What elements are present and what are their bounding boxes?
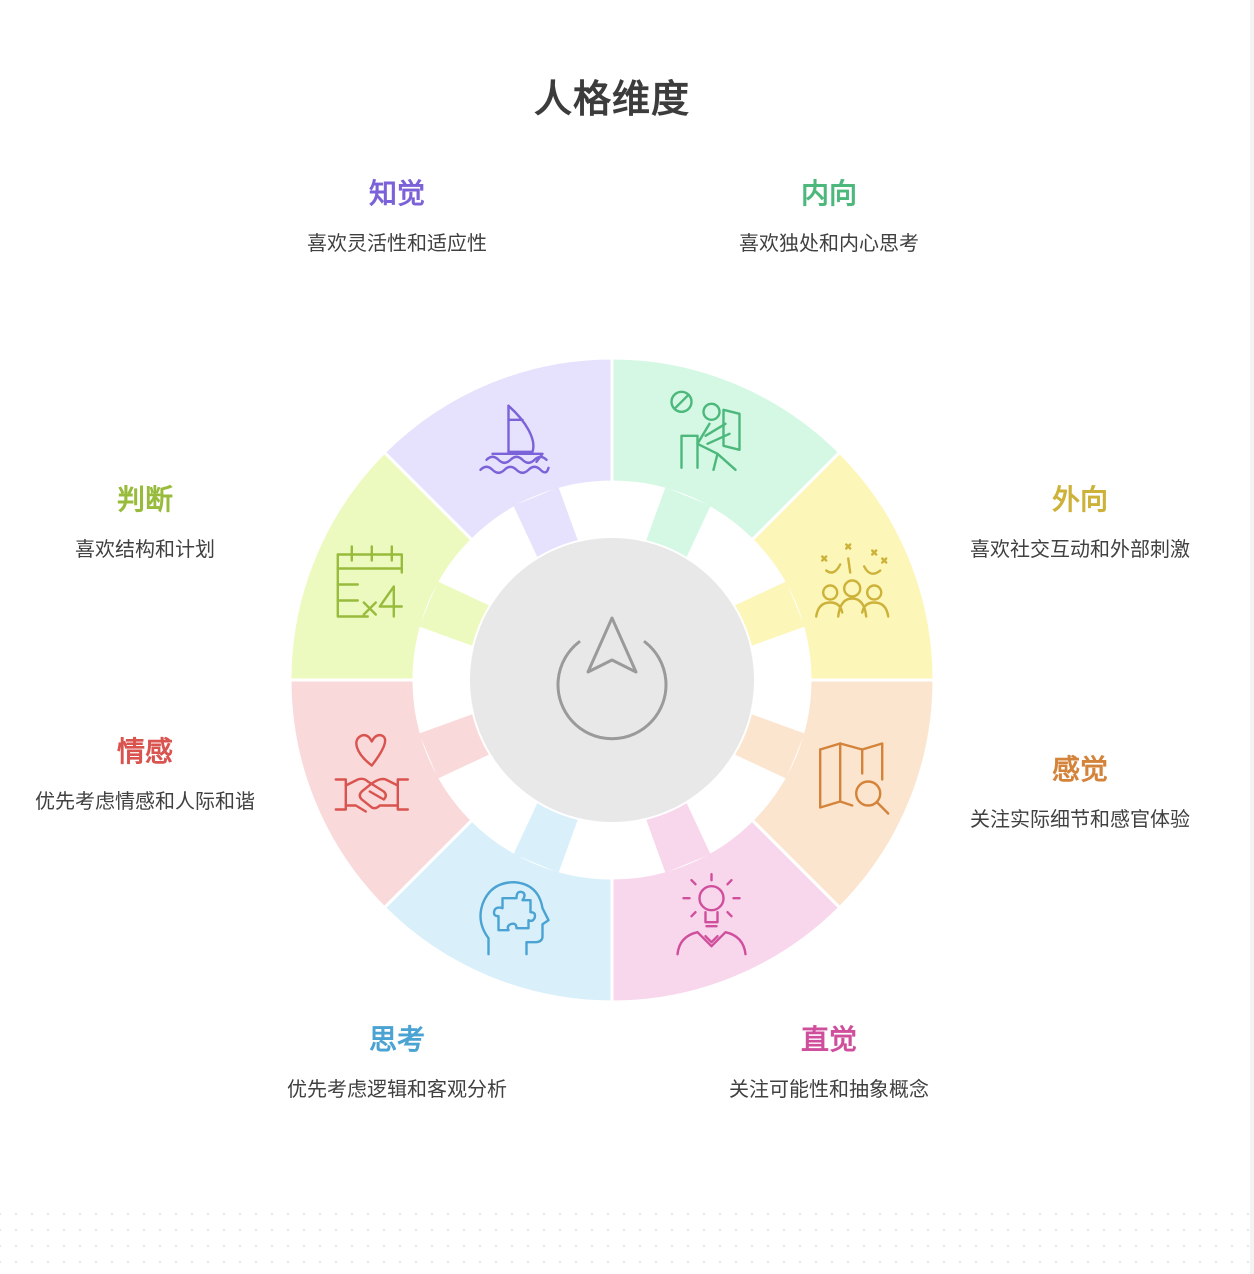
- label-judging: 判断 喜欢结构和计划: [25, 482, 265, 562]
- dimension-description: 喜欢灵活性和适应性: [307, 231, 487, 255]
- head-puzzle-icon: [479, 881, 550, 956]
- segment-tab-intuition: [644, 797, 711, 873]
- center-hub: [470, 538, 754, 822]
- segment-tab-judging: [419, 581, 495, 648]
- map-search-icon: [819, 742, 890, 815]
- dimension-name: 直觉: [800, 1023, 857, 1056]
- heart-handshake-icon: [334, 733, 409, 813]
- segment-tab-extraversion: [729, 581, 805, 648]
- segment-judging: [288, 450, 475, 682]
- label-thinking: 思考 优先考虑逻辑和客观分析: [277, 1022, 517, 1102]
- dimension-description: 优先考虑逻辑和客观分析: [287, 1077, 507, 1101]
- label-extraversion: 外向 喜欢社交互动和外部刺激: [960, 482, 1200, 562]
- page-edge: [1250, 0, 1254, 1274]
- dimension-name: 外向: [1051, 483, 1108, 516]
- person-reading-icon: [670, 390, 741, 471]
- dimension-name: 感觉: [1051, 753, 1108, 786]
- label-sensing: 感觉 关注实际细节和感官体验: [960, 752, 1200, 832]
- dotted-background: [0, 1200, 1254, 1274]
- label-introversion: 内向 喜欢独处和内心思考: [709, 176, 949, 256]
- dimension-description: 关注可能性和抽象概念: [729, 1077, 929, 1101]
- page-title: 人格维度: [533, 77, 690, 121]
- celebrating-group-icon: [815, 543, 890, 618]
- label-feeling: 情感 优先考虑情感和人际和谐: [25, 734, 265, 814]
- dimension-description: 喜欢结构和计划: [75, 537, 215, 561]
- dimension-name: 思考: [368, 1023, 425, 1056]
- dimension-description: 喜欢社交互动和外部刺激: [970, 537, 1190, 561]
- dimension-name: 情感: [116, 735, 173, 768]
- dimension-name: 内向: [800, 177, 857, 210]
- segment-tab-introversion: [644, 487, 711, 563]
- calendar-repeat-icon: [336, 545, 403, 618]
- label-perceiving: 知觉 喜欢灵活性和适应性: [277, 176, 517, 256]
- segment-tab-thinking: [513, 797, 580, 873]
- hub-circle: [470, 538, 754, 822]
- compass-navigation-icon: [556, 616, 668, 741]
- dimension-name: 知觉: [368, 177, 425, 210]
- label-intuition: 直觉 关注可能性和抽象概念: [709, 1022, 949, 1102]
- segment-tab-feeling: [419, 712, 495, 779]
- dimension-description: 关注实际细节和感官体验: [970, 807, 1190, 831]
- lightbulb-person-icon: [676, 873, 747, 956]
- segment-tab-sensing: [729, 712, 805, 779]
- dimension-description: 优先考虑情感和人际和谐: [35, 789, 255, 813]
- sailboat-icon: [479, 404, 550, 474]
- segment-tab-perceiving: [513, 487, 580, 563]
- dimension-description: 喜欢独处和内心思考: [739, 231, 919, 255]
- dimension-name: 判断: [116, 483, 173, 516]
